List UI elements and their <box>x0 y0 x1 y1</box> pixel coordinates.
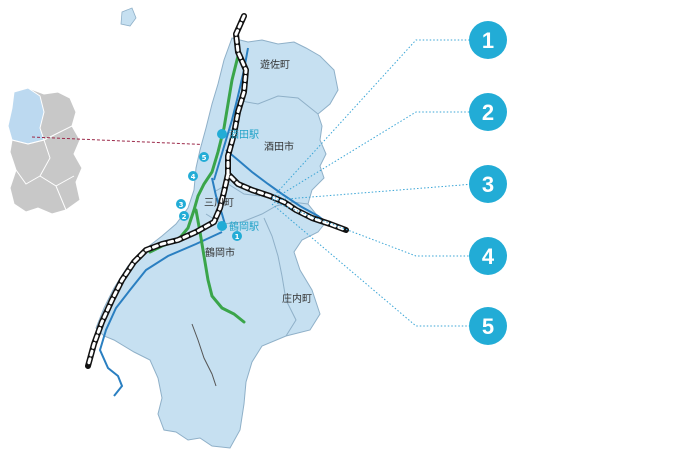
svg-text:3: 3 <box>482 172 494 197</box>
svg-text:1: 1 <box>482 28 494 53</box>
marker-4[interactable]: 4 <box>469 237 507 275</box>
marker-5[interactable]: 5 <box>469 307 507 345</box>
marker-2[interactable]: 2 <box>469 93 507 131</box>
prefecture-inset-map <box>7 87 83 215</box>
svg-text:2: 2 <box>482 100 494 125</box>
svg-text:5: 5 <box>482 314 494 339</box>
label-yuza: 遊佐町 <box>260 58 290 71</box>
svg-text:2: 2 <box>182 213 187 221</box>
tsuruoka-station[interactable]: 鶴岡駅 <box>217 220 259 233</box>
mini-marker-2[interactable]: 2 <box>179 211 189 221</box>
label-tsuruoka-city: 鶴岡市 <box>205 246 235 259</box>
svg-text:4: 4 <box>482 244 495 269</box>
svg-text:3: 3 <box>179 201 184 209</box>
tsuruoka-station-dot <box>217 221 227 231</box>
label-mikawa: 三川町 <box>204 198 234 209</box>
shonai-land <box>95 37 339 449</box>
inset-leader-line <box>31 136 215 146</box>
mini-marker-1[interactable]: 1 <box>232 231 242 241</box>
label-sakata-city: 酒田市 <box>264 140 294 153</box>
svg-text:4: 4 <box>191 173 196 181</box>
marker-1[interactable]: 1 <box>469 21 507 59</box>
svg-text:1: 1 <box>235 233 240 241</box>
sakata-station[interactable]: 酒田駅 <box>217 129 259 141</box>
svg-text:5: 5 <box>202 154 207 162</box>
sakata-station-label: 酒田駅 <box>229 129 259 141</box>
mountain-stream <box>191 323 217 387</box>
marker-3[interactable]: 3 <box>469 165 507 203</box>
island <box>120 7 137 27</box>
mini-marker-5[interactable]: 5 <box>199 152 209 162</box>
leader-lines <box>271 39 475 327</box>
tsuruoka-station-label: 鶴岡駅 <box>229 220 259 233</box>
label-shonai: 庄内町 <box>282 292 312 305</box>
mini-marker-4[interactable]: 4 <box>188 171 198 181</box>
mini-marker-3[interactable]: 3 <box>176 199 186 209</box>
sakata-station-dot <box>217 129 227 139</box>
